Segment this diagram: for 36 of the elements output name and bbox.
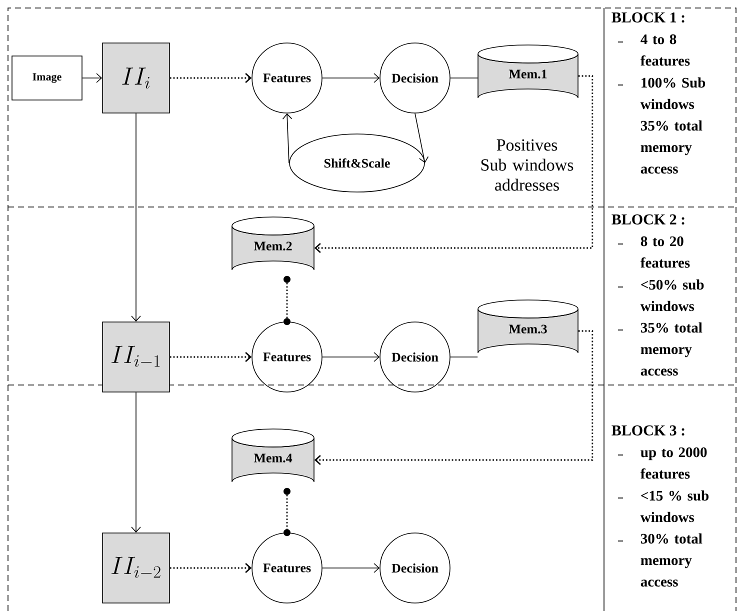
block-note: 100% Sub windows 35% total memory access: [640, 77, 706, 174]
block-heading: BLOCK 2 :: [612, 214, 684, 225]
edge-label: Positives Sub windows addresses: [470, 138, 584, 192]
block-heading: BLOCK 3 :: [612, 425, 684, 436]
memory-cylinder: Mem.1: [478, 44, 578, 98]
arrow: [170, 72, 252, 84]
arrow: [314, 75, 594, 254]
input-box: Image: [12, 56, 82, 100]
arrow: [82, 73, 102, 83]
connector-line: [450, 356, 478, 358]
dot-connector: [284, 276, 290, 326]
block-note: 35% total memory access: [640, 322, 702, 376]
block-heading: BLOCK 1 :: [612, 12, 684, 23]
block-note: 8 to 20 features: [640, 236, 690, 268]
block-note: up to 2000 features: [640, 447, 707, 479]
arrow: [414, 113, 429, 163]
arrow: [314, 330, 594, 466]
arrow: [170, 352, 252, 362]
block-note: <50% sub windows: [640, 279, 704, 312]
block-note: <15 % sub windows: [640, 490, 709, 522]
arrow: [322, 563, 380, 573]
memory-cylinder: Mem.3: [478, 300, 578, 354]
integral-image-box: $II_{i-1}$: [102, 322, 170, 392]
dot-connector: [284, 488, 290, 536]
arrow: [170, 562, 252, 574]
arrow: [131, 392, 141, 533]
arrow: [131, 113, 141, 322]
block-note: 30% total memory access: [640, 533, 702, 587]
arrow: [322, 352, 380, 362]
block-note: 4 to 8 features: [640, 34, 690, 66]
integral-image-box: $II_i$: [102, 42, 170, 114]
arrow: [282, 113, 292, 164]
memory-cylinder: Mem.2: [232, 216, 314, 270]
integral-image-box: $II_{i-2}$: [102, 532, 170, 604]
arrow: [322, 73, 380, 83]
memory-cylinder: Mem.4: [232, 428, 314, 482]
